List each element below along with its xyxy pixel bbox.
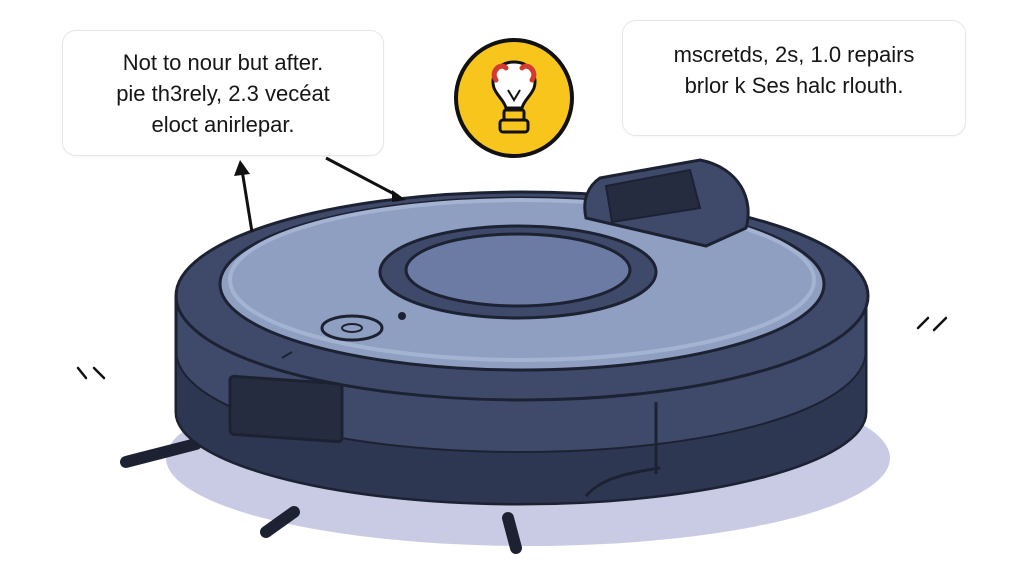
motion-tick-left [76,366,106,380]
callout-left-line: eloct anirlepar. [151,112,295,137]
side-sensor-window [228,374,344,444]
callout-left-line: pie th3rely, 2.3 vecéat [116,81,330,106]
side-brush-bottom [502,512,522,554]
pointer-arrow-up [240,169,254,233]
robot-front-bumper [175,349,867,506]
motion-tick-right [916,316,948,332]
bumper-lip [584,466,661,497]
pointer-arrow-diag [325,156,399,198]
robot-top-highlight [228,198,816,362]
pointer-arrow-diag-head [392,190,406,202]
lidar-window [604,168,702,224]
robot-hub-center [404,232,632,308]
side-brush-bottom-left [260,506,300,538]
power-button-center [341,323,363,333]
pointer-arrow-up-head [234,160,250,176]
callout-right-line: brlor k Ses halc rlouth. [684,73,904,98]
top-mark [281,351,293,359]
status-led [398,312,406,320]
side-brush-left [120,438,202,468]
callout-right: mscretds, 2s, 1.0 repairs brlor k Ses ha… [622,20,966,136]
callout-right-line: mscretds, 2s, 1.0 repairs [673,42,915,67]
callout-left-line: Not to nour but after. [122,50,324,75]
lightbulb-icon [491,60,537,134]
callout-left: Not to nour but after. pie th3rely, 2.3 … [62,30,384,156]
